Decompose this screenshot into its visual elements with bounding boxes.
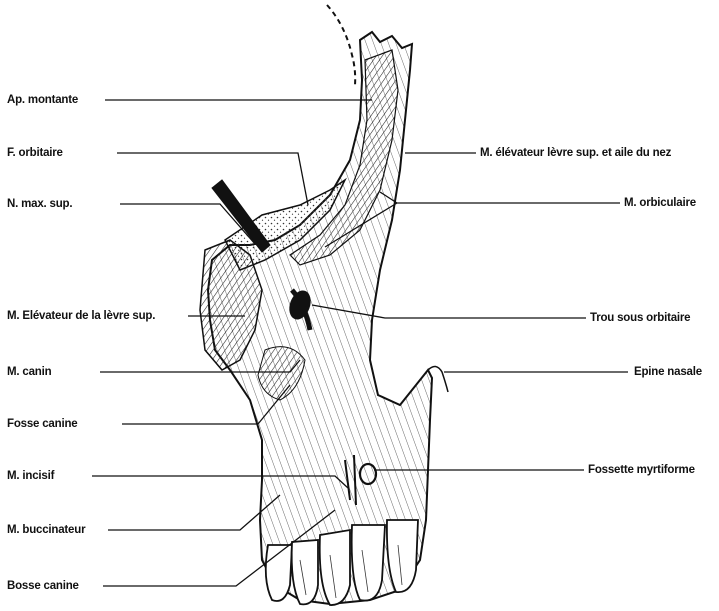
label-f-orbitaire: F. orbitaire	[7, 146, 63, 160]
label-m-incisif: M. incisif	[7, 469, 54, 483]
label-m-orbiculaire: M. orbiculaire	[624, 196, 696, 210]
label-m-elevateur-levre-nez: M. élévateur lèvre sup. et aile du nez	[480, 146, 671, 160]
tooth-2	[292, 540, 318, 604]
label-m-buccinateur: M. buccinateur	[7, 523, 85, 537]
tooth-3	[320, 530, 350, 605]
orbit-contour-dashed	[327, 5, 355, 85]
label-ap-montante: Ap. montante	[7, 93, 78, 107]
label-fossette-myrtiforme: Fossette myrtiforme	[588, 463, 695, 477]
label-m-elevateur-levre: M. Elévateur de la lèvre sup.	[7, 309, 155, 323]
label-bosse-canine: Bosse canine	[7, 579, 79, 593]
label-trou-sous-orbitaire: Trou sous orbitaire	[590, 311, 690, 325]
label-n-max-sup: N. max. sup.	[7, 197, 72, 211]
label-fosse-canine: Fosse canine	[7, 417, 77, 431]
tooth-4	[352, 525, 385, 601]
label-epine-nasale: Epine nasale	[634, 365, 702, 379]
tooth-5	[387, 520, 418, 592]
label-m-canin: M. canin	[7, 365, 51, 379]
leader-m-buccinateur	[108, 495, 280, 530]
leader-f-orbitaire	[117, 153, 308, 205]
